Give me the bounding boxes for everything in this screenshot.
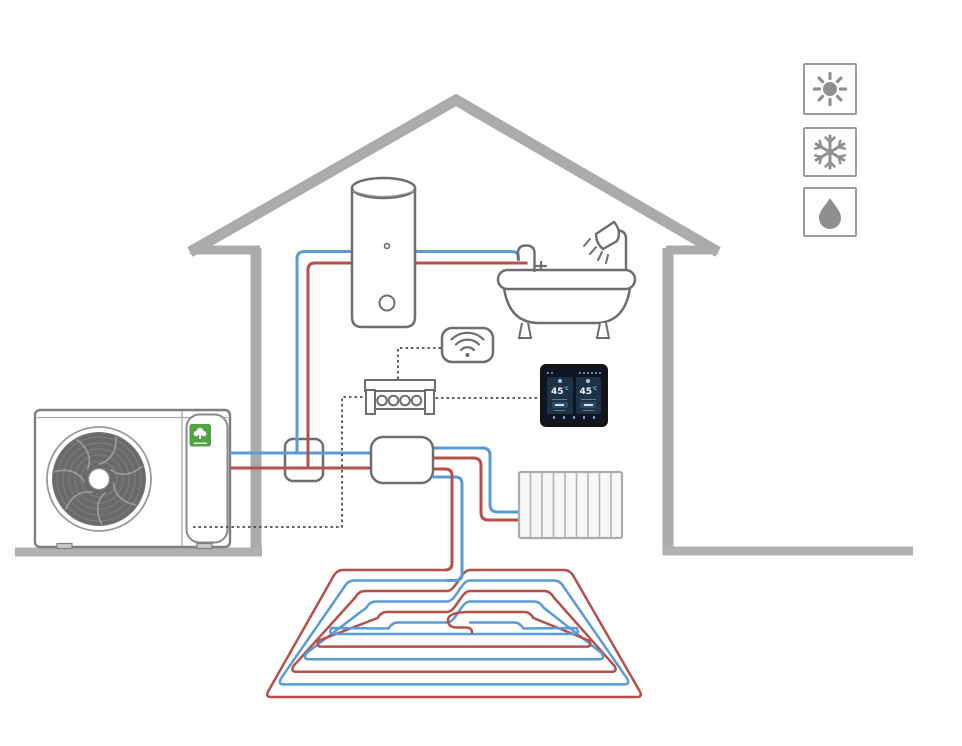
coil-loop bbox=[446, 610, 474, 634]
sun-icon bbox=[812, 71, 848, 107]
heat-pump-unit bbox=[33, 408, 232, 550]
tub-bowl bbox=[502, 286, 632, 325]
wire-manifold-wifi bbox=[397, 347, 441, 379]
valve-box bbox=[283, 437, 325, 483]
zone-1-setpoint bbox=[551, 402, 568, 408]
thermostat-statusbar bbox=[547, 370, 601, 376]
shower-head-icon bbox=[583, 220, 628, 271]
pipes-hot-supply bbox=[230, 261, 528, 572]
bathtub bbox=[496, 268, 637, 339]
control-wiring bbox=[193, 347, 539, 528]
coil-loop bbox=[303, 600, 605, 661]
unit-foot bbox=[196, 542, 213, 550]
coil-loop bbox=[278, 579, 630, 686]
pipe-cold-radiator bbox=[433, 446, 521, 514]
thermostat-menu-row bbox=[547, 414, 601, 421]
faucet-icon bbox=[516, 244, 548, 273]
pipe-hot-radiator bbox=[433, 456, 521, 522]
mode-box-heating bbox=[803, 63, 857, 115]
coil-loop bbox=[265, 568, 643, 699]
coil-loop bbox=[316, 610, 592, 648]
thermostat-screen: 45°C 45°C bbox=[544, 368, 604, 423]
unit-foot bbox=[56, 542, 73, 550]
underfloor-heating-coil bbox=[265, 568, 643, 699]
mode-box-hot-water bbox=[803, 187, 857, 237]
snowflake-icon bbox=[813, 134, 847, 170]
coil-loop bbox=[328, 621, 580, 636]
radiator bbox=[517, 470, 624, 540]
fan-icon bbox=[46, 426, 152, 532]
tree-icon bbox=[193, 427, 207, 444]
coil-loop bbox=[291, 589, 617, 674]
zone-2-setpoint bbox=[580, 402, 597, 408]
shower-spray bbox=[583, 238, 609, 264]
tub-foot bbox=[517, 322, 533, 339]
mode-box-cooling bbox=[803, 127, 857, 177]
droplet-icon bbox=[819, 198, 841, 229]
pipe-cold-floor-feed bbox=[433, 475, 464, 582]
pipe-hot-tank-loop bbox=[306, 261, 528, 468]
zone-1-temperature: 45°C bbox=[551, 386, 569, 397]
hot-water-tank bbox=[350, 176, 417, 329]
roof bbox=[187, 93, 721, 257]
thermostat-zone-2: 45°C bbox=[575, 377, 601, 414]
tub-rim bbox=[496, 268, 637, 291]
zone-mode-icon bbox=[557, 379, 562, 383]
coil-loop bbox=[445, 579, 472, 603]
brand-badge bbox=[189, 424, 211, 447]
manifold bbox=[364, 379, 436, 415]
wifi-icon bbox=[450, 331, 485, 357]
wifi-module bbox=[440, 326, 495, 364]
thermostat: 45°C 45°C bbox=[540, 364, 608, 427]
thermostat-zone-1: 45°C bbox=[547, 377, 573, 414]
pipe-hot-floor-feed bbox=[433, 467, 454, 572]
fan-blades bbox=[54, 436, 143, 525]
house-outline bbox=[15, 93, 913, 557]
tub-foot bbox=[595, 322, 611, 339]
zone-2-temperature: 45°C bbox=[579, 386, 597, 397]
hydraulic-box bbox=[369, 435, 435, 485]
coil-loop bbox=[445, 589, 472, 614]
zone-mode-icon bbox=[586, 379, 591, 383]
